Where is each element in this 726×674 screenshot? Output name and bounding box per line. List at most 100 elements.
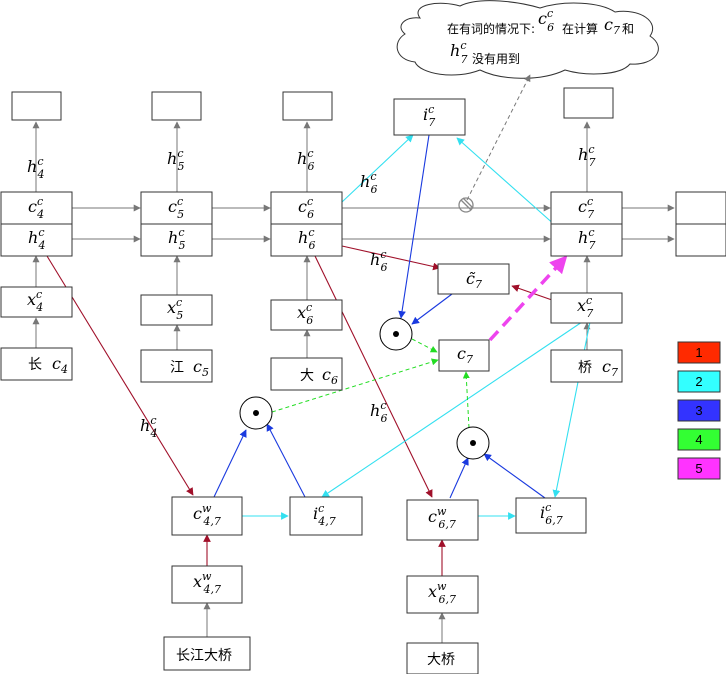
blue-arrows (213, 134, 546, 499)
char-c7-box (550, 349, 623, 383)
xw47-box (171, 565, 243, 604)
annotation-suffix: 没有用到 (472, 51, 520, 66)
cell-c4-box (0, 191, 73, 225)
word-label-w47: 长江大桥 (176, 648, 232, 664)
product-circle-w47 (239, 396, 273, 430)
char-c5-box (140, 349, 213, 383)
word-w47-box (163, 636, 251, 671)
c7tilde-box (437, 263, 510, 295)
legend-swatch-4 (677, 428, 721, 451)
color-legend: 1 2 3 4 5 (677, 341, 721, 480)
char-var-c4: c4 (52, 354, 68, 376)
gray-arrows (32, 74, 675, 643)
char-c4-box (0, 347, 73, 381)
output-box-5 (151, 91, 202, 121)
annotation-c7: c7 (604, 15, 620, 37)
char-label-c7: 桥 (578, 360, 592, 376)
label-c7-merged: c7 (457, 344, 473, 366)
char-var-c6: c6 (322, 365, 338, 387)
product-circle-w67 (456, 426, 490, 460)
legend-swatch-3 (677, 399, 721, 422)
legend-item-1: 1 (677, 341, 721, 364)
word-w67-box (406, 642, 479, 674)
char-label-c4: 长 (28, 357, 42, 373)
legend-label-4: 4 (695, 432, 702, 447)
legend-label-1: 1 (695, 345, 702, 360)
label-c7tilde: c̃7 (466, 269, 482, 291)
ic47-box (289, 496, 363, 536)
cell-h7-box (550, 223, 623, 257)
cw67-box (406, 499, 479, 541)
char-c6-box (270, 357, 343, 391)
cell-h5-box (140, 223, 213, 257)
product-circle-c7 (379, 317, 413, 351)
c7-box (438, 339, 490, 372)
annotation-prefix: 在有词的情况下: (447, 21, 535, 36)
legend-swatch-5 (677, 457, 721, 480)
output-box-8-c (675, 191, 726, 225)
i7-box (393, 98, 466, 136)
output-box-4 (11, 91, 62, 121)
char-label-c5: 江 (170, 360, 184, 376)
legend-label-3: 3 (695, 403, 702, 418)
x4-box (0, 286, 73, 318)
x6-box (270, 299, 343, 331)
xw67-box (406, 575, 479, 614)
legend-label-5: 5 (695, 461, 702, 476)
x7-box (550, 292, 623, 324)
output-box-7 (563, 87, 614, 119)
legend-item-5: 5 (677, 457, 721, 480)
legend-item-4: 4 (677, 428, 721, 451)
output-box-8-h (675, 223, 726, 257)
cell-c6-box (270, 191, 343, 225)
output-box-6 (282, 91, 333, 121)
annotation-mid: 在计算 (562, 21, 598, 36)
annotation-and: 和 (622, 22, 634, 36)
legend-item-2: 2 (677, 370, 721, 393)
cell-h6-box (270, 223, 343, 257)
legend-label-2: 2 (695, 374, 702, 389)
legend-swatch-2 (677, 370, 721, 393)
char-label-c6: 大 (300, 368, 314, 384)
legend-swatch-1 (677, 341, 721, 364)
prohibited-icon (458, 197, 474, 213)
char-var-c7: c7 (602, 357, 618, 379)
cell-c5-box (140, 191, 213, 225)
ic67-box (515, 497, 587, 534)
legend-item-3: 3 (677, 399, 721, 422)
green-arrows (271, 338, 470, 429)
cw47-box (171, 496, 243, 536)
x5-box (140, 294, 213, 326)
